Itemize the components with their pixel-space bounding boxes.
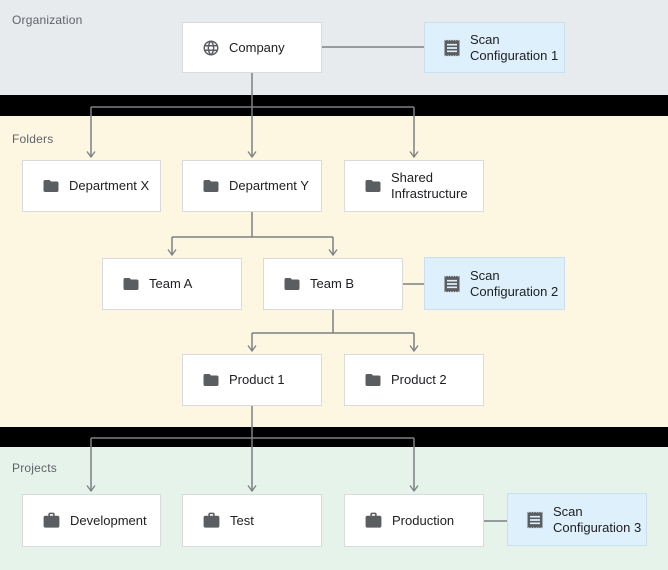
node-development: Development — [22, 494, 161, 547]
receipt-icon — [525, 510, 545, 530]
briefcase-icon — [364, 511, 383, 530]
node-label: Shared Infrastructure — [391, 170, 468, 201]
node-scan-configuration-1: Scan Configuration 1 — [424, 22, 565, 73]
node-scan-configuration-3: Scan Configuration 3 — [507, 493, 647, 546]
node-shared-infrastructure: Shared Infrastructure — [344, 160, 484, 212]
node-label: Scan Configuration 2 — [470, 267, 559, 299]
node-label: Scan Configuration 1 — [470, 31, 559, 63]
receipt-icon — [442, 274, 462, 294]
folder-icon — [202, 177, 220, 195]
folder-icon — [42, 177, 60, 195]
receipt-icon — [442, 38, 462, 58]
folder-icon — [202, 371, 220, 389]
globe-icon — [202, 39, 220, 57]
node-production: Production — [344, 494, 484, 547]
briefcase-icon — [42, 511, 61, 530]
briefcase-icon — [202, 511, 221, 530]
folder-icon — [364, 177, 382, 195]
folder-icon — [122, 275, 140, 293]
node-label: Product 2 — [391, 372, 447, 387]
node-product-1: Product 1 — [182, 354, 322, 406]
node-department-y: Department Y — [182, 160, 322, 212]
node-label: Development — [70, 512, 147, 528]
node-department-x: Department X — [22, 160, 161, 212]
folder-icon — [364, 371, 382, 389]
node-team-b: Team B — [263, 258, 403, 310]
node-label: Team B — [310, 276, 355, 291]
projects-section-label: Projects — [12, 461, 57, 475]
node-label: Scan Configuration 3 — [553, 503, 642, 535]
node-label: Product 1 — [229, 372, 285, 387]
organization-section — [0, 0, 668, 95]
node-label: Department X — [69, 178, 150, 193]
node-label: Team A — [149, 276, 193, 291]
section-divider — [0, 95, 668, 116]
node-scan-configuration-2: Scan Configuration 2 — [424, 257, 565, 310]
node-team-a: Team A — [102, 258, 242, 310]
node-label: Test — [230, 512, 254, 528]
node-label: Production — [392, 512, 455, 528]
folders-section-label: Folders — [12, 132, 54, 146]
node-test: Test — [182, 494, 322, 547]
node-company: Company — [182, 22, 322, 73]
node-label: Department Y — [229, 178, 309, 193]
node-product-2: Product 2 — [344, 354, 484, 406]
section-divider — [0, 427, 668, 447]
organization-section-label: Organization — [12, 13, 83, 27]
folder-icon — [283, 275, 301, 293]
node-label: Company — [229, 39, 285, 55]
